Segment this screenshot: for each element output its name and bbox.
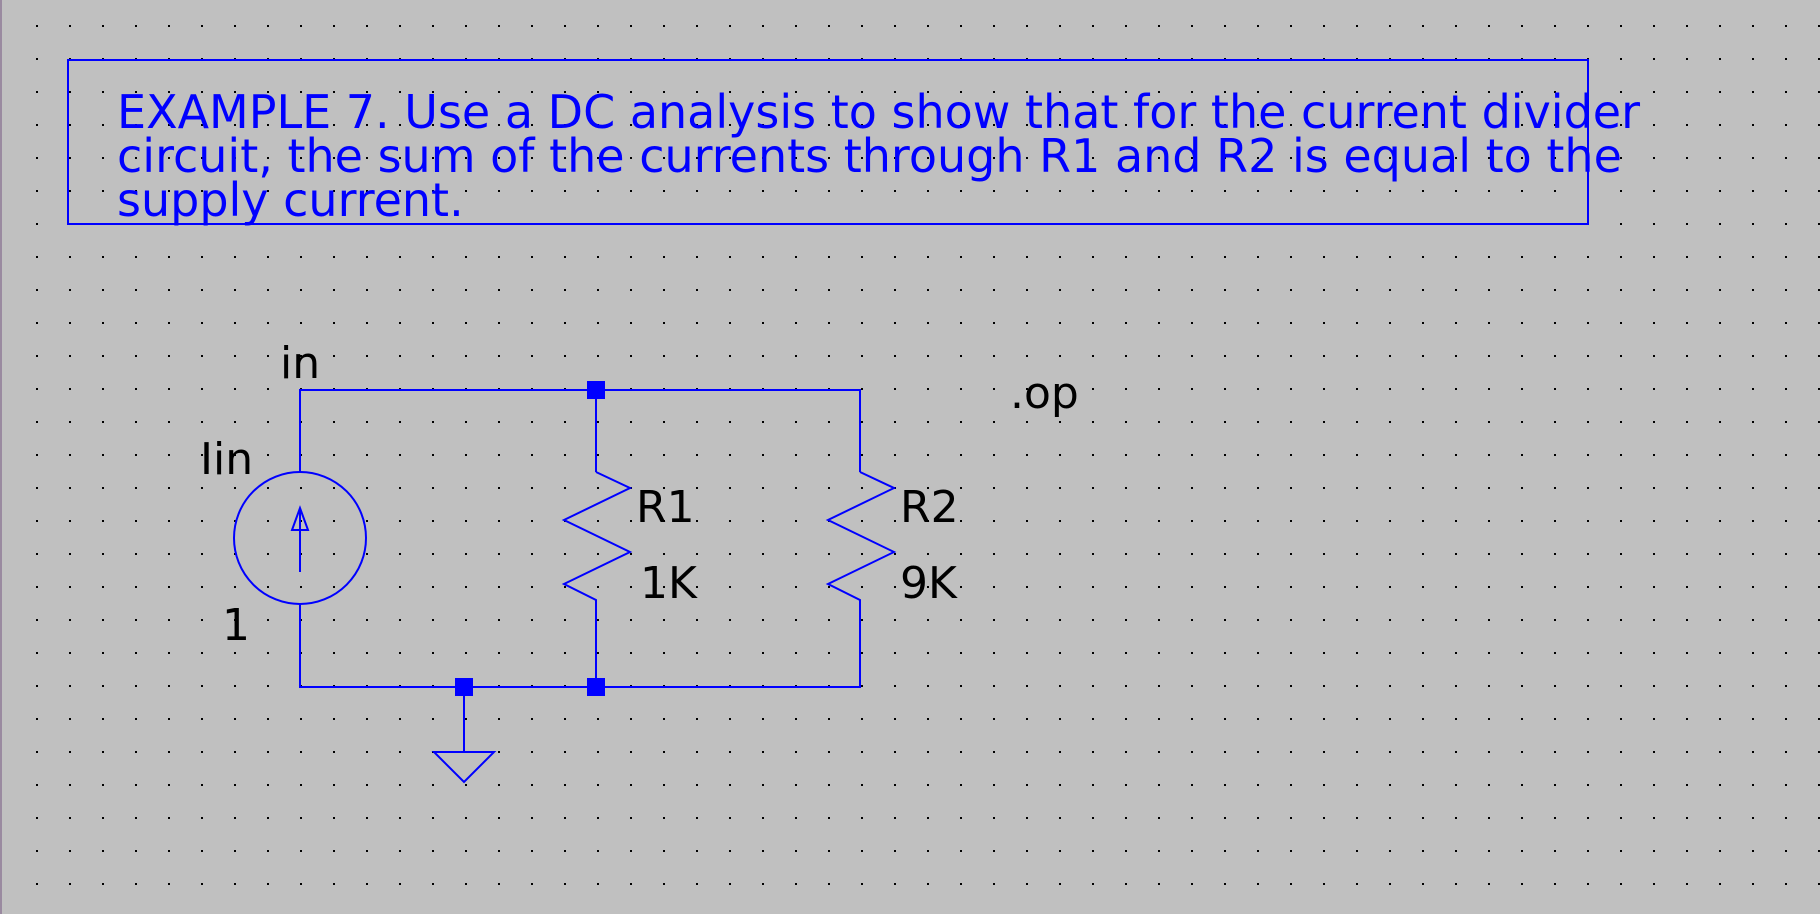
ground-icon[interactable]: [431, 751, 497, 784]
junction-top: [587, 381, 605, 399]
grid-dot-pattern: [36, 25, 1820, 885]
r1-value-label[interactable]: 1K: [640, 558, 698, 609]
grid-dots: [36, 25, 1820, 885]
spice-directive-op[interactable]: .op: [1010, 368, 1079, 419]
net-label-in[interactable]: in: [280, 338, 320, 389]
current-arrow-icon: [290, 505, 310, 531]
note-line-2: circuit, the sum of the currents through…: [117, 129, 1622, 183]
r1-name-label[interactable]: R1: [636, 482, 695, 533]
wire-bottom-rail[interactable]: [299, 605, 861, 688]
r2-name-label[interactable]: R2: [900, 482, 959, 533]
resistor-r1[interactable]: [561, 471, 633, 605]
junction-bottom-r1: [587, 678, 605, 696]
note-frame: [67, 59, 1589, 225]
resistor-r2-zigzag: [825, 471, 897, 605]
junctions: [455, 381, 605, 696]
source-value-label[interactable]: 1: [222, 600, 250, 651]
current-source-iin[interactable]: [233, 471, 367, 605]
current-source-body: [233, 471, 367, 605]
junction-bottom-ground: [455, 678, 473, 696]
wire-top-rail[interactable]: [299, 389, 861, 472]
source-name-label[interactable]: Iin: [200, 434, 253, 485]
wires: [299, 389, 861, 752]
note-line-1: EXAMPLE 7. Use a DC analysis to show tha…: [117, 85, 1640, 139]
note-box[interactable]: EXAMPLE 7. Use a DC analysis to show tha…: [67, 59, 1640, 227]
resistor-r2[interactable]: [825, 471, 897, 605]
resistor-r1-zigzag: [561, 471, 633, 605]
note-line-3: supply current.: [117, 173, 464, 227]
r2-value-label[interactable]: 9K: [900, 558, 958, 609]
